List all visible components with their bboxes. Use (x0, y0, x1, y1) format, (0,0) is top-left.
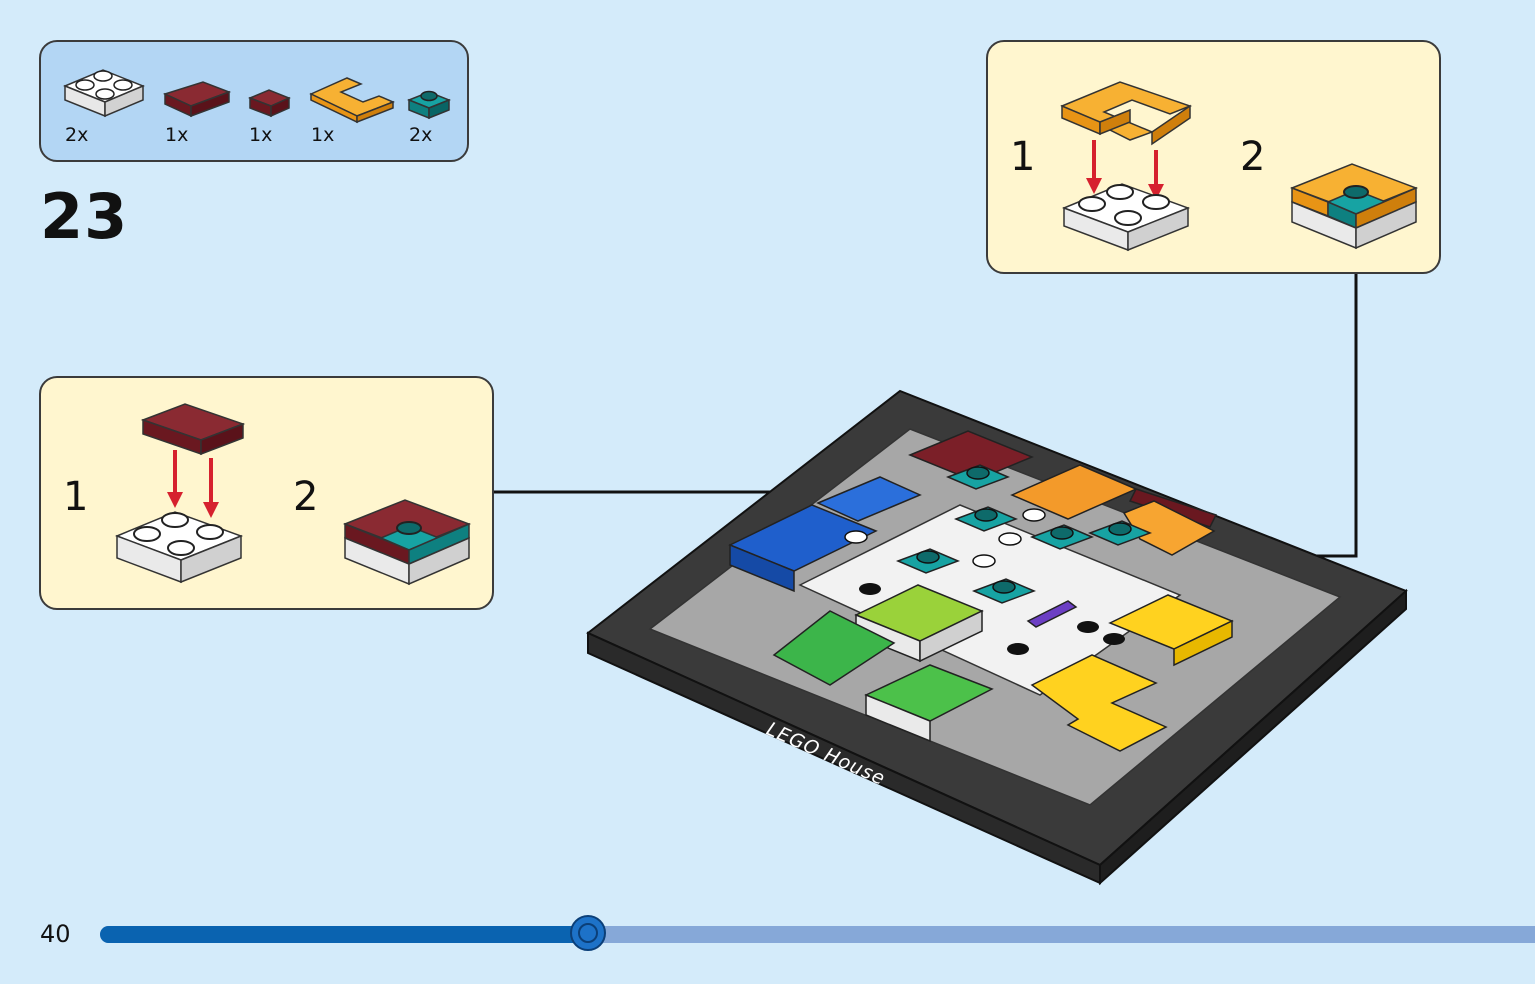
page-number: 40 (40, 920, 71, 948)
substep-assembly-icon (1060, 81, 1193, 252)
part-qty: 1x (249, 124, 273, 146)
dark-red-tile-1x2-icon (247, 89, 291, 118)
orange-corner-tile-icon (309, 77, 395, 124)
substep-number: 2 (1240, 134, 1266, 180)
teal-plate-1x1-icon (406, 90, 452, 120)
part-qty: 2x (65, 124, 89, 146)
substep-number: 1 (1010, 134, 1036, 180)
substep-result-icon (1289, 163, 1419, 250)
substep-number: 2 (293, 474, 319, 520)
step-number: 23 (40, 180, 129, 253)
substep-assembly-icon (114, 403, 246, 584)
progress-knob[interactable] (570, 915, 606, 951)
white-plate-2x2-icon (63, 69, 145, 118)
callout-left: 1 2 (39, 376, 494, 610)
part-qty: 1x (165, 124, 189, 146)
part-qty: 1x (311, 124, 335, 146)
dark-red-tile-2x4-icon (162, 81, 232, 118)
progress-bar-fill (100, 926, 588, 943)
parts-list-box: 2x 1x 1x 1x 2x (39, 40, 469, 162)
callout-right: 1 2 (986, 40, 1441, 274)
part-qty: 2x (409, 124, 433, 146)
lego-house-model (586, 389, 1408, 886)
substep-result-icon (342, 499, 472, 586)
progress-bar (100, 915, 1535, 951)
substep-number: 1 (63, 474, 89, 520)
